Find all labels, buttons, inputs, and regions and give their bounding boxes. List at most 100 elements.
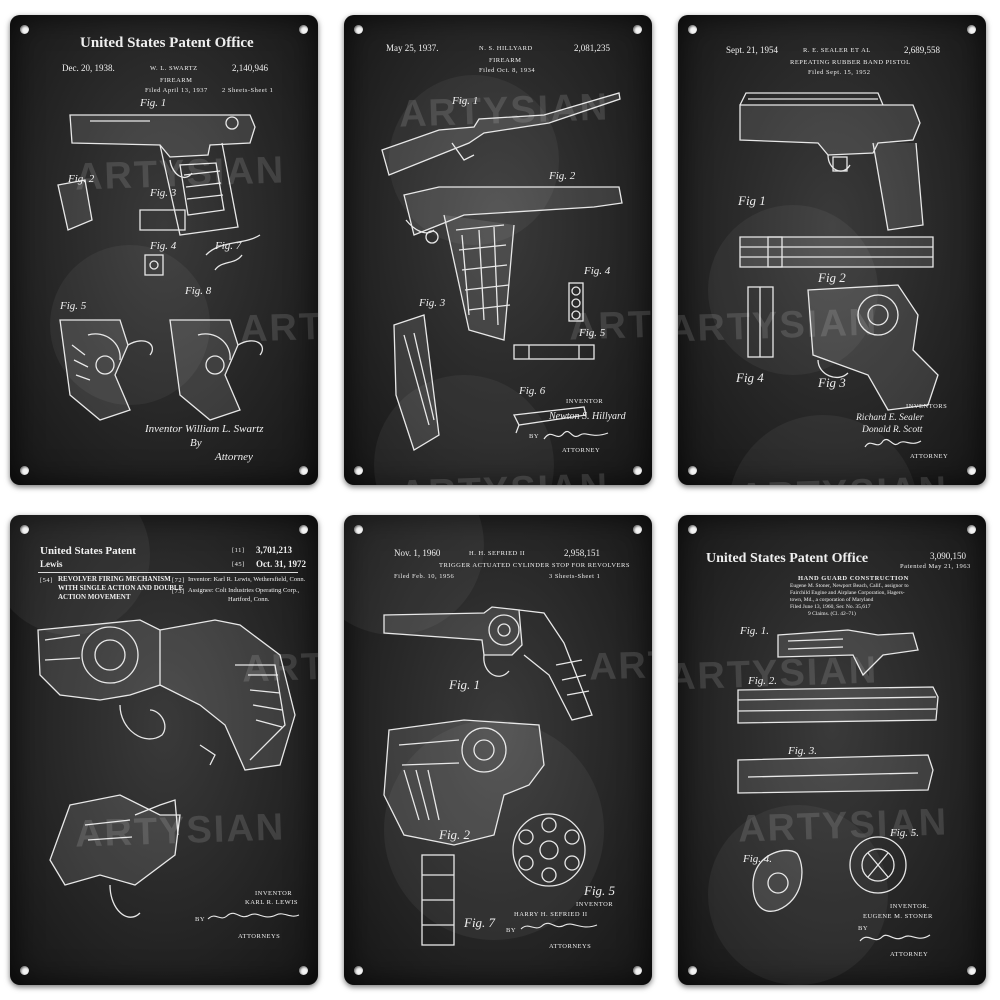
by-label: By bbox=[190, 437, 202, 449]
inventor-top: N. S. HILLYARD bbox=[479, 45, 533, 52]
attorney-label: ATTORNEY bbox=[890, 951, 929, 958]
mounting-hole bbox=[633, 25, 642, 34]
fig-label: Fig 1 bbox=[738, 193, 766, 208]
patent-header: United States Patent Office bbox=[706, 551, 869, 566]
mounting-hole bbox=[633, 525, 642, 534]
filed-date: Filed Oct. 8, 1934 bbox=[479, 67, 536, 74]
fig-label: Fig 2 bbox=[818, 270, 846, 285]
patent-date: Oct. 31, 1972 bbox=[256, 559, 306, 569]
filed-date: Filed April 13, 1937 bbox=[145, 87, 208, 94]
inventor-top: H. H. SEFRIED II bbox=[469, 550, 526, 557]
filed-date: Filed Sept. 15, 1952 bbox=[808, 69, 871, 76]
mounting-hole bbox=[688, 525, 697, 534]
mounting-hole bbox=[354, 966, 363, 975]
sign-sefried-revolver: Nov. 1, 1960 H. H. SEFRIED II 2,958,151 … bbox=[344, 515, 652, 985]
patent-number: 2,140,946 bbox=[232, 63, 268, 73]
patent-date: Sept. 21, 1954 bbox=[726, 45, 779, 55]
inventor-surname: Lewis bbox=[40, 559, 63, 569]
attorney-signature bbox=[859, 934, 931, 942]
inventor-top: R. E. SEALER ET AL bbox=[803, 47, 871, 54]
field-code: [72] bbox=[172, 577, 185, 584]
revolver-patent-drawing bbox=[383, 606, 593, 946]
patent-subject: FIREARM bbox=[489, 57, 522, 64]
patent-number: 2,081,235 bbox=[574, 43, 610, 53]
fig-label: Fig. 5 bbox=[579, 327, 606, 339]
attorney-label: Attorney bbox=[215, 451, 253, 463]
sign-lewis-revolver-mechanism: United States Patent Lewis [11] 3,701,21… bbox=[10, 515, 318, 985]
fig-label: Fig. 2 bbox=[68, 173, 95, 185]
patent-title-line: REVOLVER FIRING MECHANISM bbox=[58, 575, 171, 583]
mounting-hole bbox=[967, 466, 976, 475]
mounting-hole bbox=[967, 525, 976, 534]
inventor-name: HARRY H. SEFRIED II bbox=[514, 911, 588, 918]
inventor-signature: Inventor William L. Swartz bbox=[145, 423, 264, 435]
fig-label: Fig. 3. bbox=[788, 745, 818, 757]
divider bbox=[38, 572, 298, 573]
mounting-hole bbox=[633, 466, 642, 475]
field-code: [73] bbox=[172, 588, 185, 595]
sign-hillyard-firearm: May 25, 1937. N. S. HILLYARD 2,081,235 F… bbox=[344, 15, 652, 485]
patent-date: May 25, 1937. bbox=[386, 43, 439, 53]
patent-date: Nov. 1, 1960 bbox=[394, 548, 441, 558]
attorney-label: ATTORNEY bbox=[562, 447, 601, 454]
mounting-hole bbox=[354, 525, 363, 534]
patent-body-line: 9 Claims. (Cl. 42–71) bbox=[808, 611, 856, 617]
patent-number: 3,701,213 bbox=[256, 545, 292, 555]
fig-label: Fig. 4 bbox=[584, 265, 611, 277]
patent-subject: REPEATING RUBBER BAND PISTOL bbox=[790, 59, 911, 66]
sheets-label: 2 Sheets-Sheet 1 bbox=[222, 87, 274, 94]
patent-number: 3,090,150 bbox=[930, 551, 966, 561]
patent-title-line: WITH SINGLE ACTION AND DOUBLE bbox=[58, 584, 184, 592]
sign-swartz-firearm: United States Patent Office Dec. 20, 193… bbox=[10, 15, 318, 485]
mounting-hole bbox=[967, 966, 976, 975]
field-code: [54] bbox=[40, 577, 53, 584]
mounting-hole bbox=[688, 25, 697, 34]
fig-label: Fig. 4 bbox=[150, 240, 177, 252]
by-label: BY bbox=[529, 433, 540, 440]
attorneys-label: ATTORNEYS bbox=[238, 933, 281, 940]
fig-label: Fig. 1. bbox=[740, 625, 770, 637]
inventor-label: INVENTOR bbox=[576, 901, 614, 908]
patent-body-line: Fairchild Engine and Airplane Corporatio… bbox=[790, 590, 905, 596]
fig-label: Fig 4 bbox=[736, 370, 764, 385]
fig-label: Fig. 8 bbox=[185, 285, 212, 297]
patent-date: Dec. 20, 1938. bbox=[62, 63, 115, 73]
mounting-hole bbox=[688, 466, 697, 475]
patent-header: United States Patent Office bbox=[80, 35, 254, 51]
mounting-hole bbox=[633, 966, 642, 975]
fig-label: Fig. 1 bbox=[140, 97, 167, 109]
inventor-name: Donald R. Scott bbox=[862, 425, 923, 435]
rubber-band-pistol-drawing bbox=[739, 92, 939, 411]
inventor-top: W. L. SWARTZ bbox=[150, 65, 198, 72]
fig-label: Fig. 2 bbox=[439, 827, 471, 842]
attorney-signature bbox=[543, 431, 609, 440]
fig-label: Fig. 3 bbox=[419, 297, 446, 309]
patent-subject: FIREARM bbox=[160, 77, 193, 84]
fig-label: Fig 3 bbox=[818, 375, 846, 390]
patent-body-line: Eugene M. Stoner, Newport Beach, Calif.,… bbox=[790, 583, 909, 589]
fig-label: Fig. 5. bbox=[890, 827, 920, 839]
fig-label: Fig. 5 bbox=[584, 883, 616, 898]
sign-sealer-rubber-band-pistol: Sept. 21, 1954 R. E. SEALER ET AL 2,689,… bbox=[678, 15, 986, 485]
fig-label: Fig. 7 bbox=[215, 240, 242, 252]
filed-date: Filed Feb. 10, 1956 bbox=[394, 573, 455, 580]
mounting-hole bbox=[688, 966, 697, 975]
fig-label: Fig. 1 bbox=[452, 95, 479, 107]
rifle-drawing bbox=[381, 92, 623, 451]
patent-title-line: ACTION MOVEMENT bbox=[58, 593, 131, 601]
fig-label: Fig. 5 bbox=[60, 300, 87, 312]
mounting-hole bbox=[20, 25, 29, 34]
by-label: BY bbox=[858, 925, 869, 932]
by-label: BY bbox=[195, 916, 206, 923]
attorney-signature bbox=[520, 922, 598, 930]
mounting-hole bbox=[299, 525, 308, 534]
mounting-hole bbox=[299, 25, 308, 34]
mounting-hole bbox=[967, 25, 976, 34]
inventor-name: KARL R. LEWIS bbox=[245, 899, 299, 906]
sheets-label: 3 Sheets-Sheet 1 bbox=[549, 573, 601, 580]
patent-number: 2,689,558 bbox=[904, 45, 940, 55]
inventor-label: INVENTOR bbox=[255, 890, 293, 897]
attorney-signature bbox=[207, 912, 300, 920]
mounting-hole bbox=[299, 966, 308, 975]
fig-label: Fig. 6 bbox=[519, 385, 546, 397]
